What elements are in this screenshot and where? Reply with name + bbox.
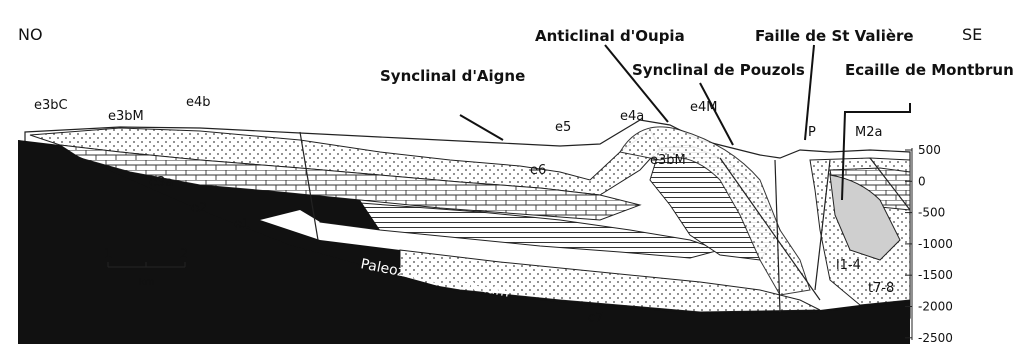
label-e4a: e4a	[620, 109, 644, 124]
scale-label-km: km	[139, 277, 155, 288]
label-t7-8: t7-8	[868, 281, 894, 296]
label-e1: e1	[234, 217, 250, 232]
label-e4M: e4M	[690, 100, 718, 115]
elevation-tick-label: -500	[918, 206, 945, 220]
label-M2a: M2a	[855, 125, 882, 140]
label-e3bM-core: e3bM	[650, 153, 686, 168]
label-anticlinal-oupia: Anticlinal d'Oupia	[535, 27, 685, 45]
orientation-se: SE	[962, 25, 982, 44]
elevation-tick-label: -1500	[918, 268, 953, 282]
label-synclinal-aigne: Synclinal d'Aigne	[380, 67, 525, 85]
elevation-tick-label: -2500	[918, 331, 953, 344]
label-e6: e6	[530, 163, 546, 178]
scale-label-2: 2	[180, 247, 188, 262]
label-e3bM-left: e3bM	[108, 109, 144, 124]
elevation-tick-label: 0	[918, 174, 926, 188]
elevation-tick-label: -2000	[918, 300, 953, 314]
label-P: P	[808, 125, 816, 140]
label-e4b: e4b	[186, 95, 211, 110]
label-e3bC: e3bC	[34, 98, 68, 113]
elevation-tick-label: 500	[918, 143, 941, 157]
orientation-no: NO	[18, 25, 43, 44]
scale-label-1: 1	[104, 247, 112, 262]
leader-synclinal-aigne	[460, 115, 503, 140]
label-l1-4: l1-4	[836, 258, 861, 273]
label-e3a: e3a	[149, 175, 173, 190]
label-ecaille-montbrun: Ecaille de Montbrun	[845, 61, 1014, 79]
label-e5: e5	[555, 120, 571, 135]
label-e2: e2	[191, 201, 207, 216]
label-synclinal-pouzols: Synclinal de Pouzols	[632, 61, 805, 79]
label-c7: c7	[588, 311, 603, 326]
label-faille-st-valiere: Faille de St Valière	[755, 27, 914, 45]
elevation-tick-label: -1000	[918, 237, 953, 251]
